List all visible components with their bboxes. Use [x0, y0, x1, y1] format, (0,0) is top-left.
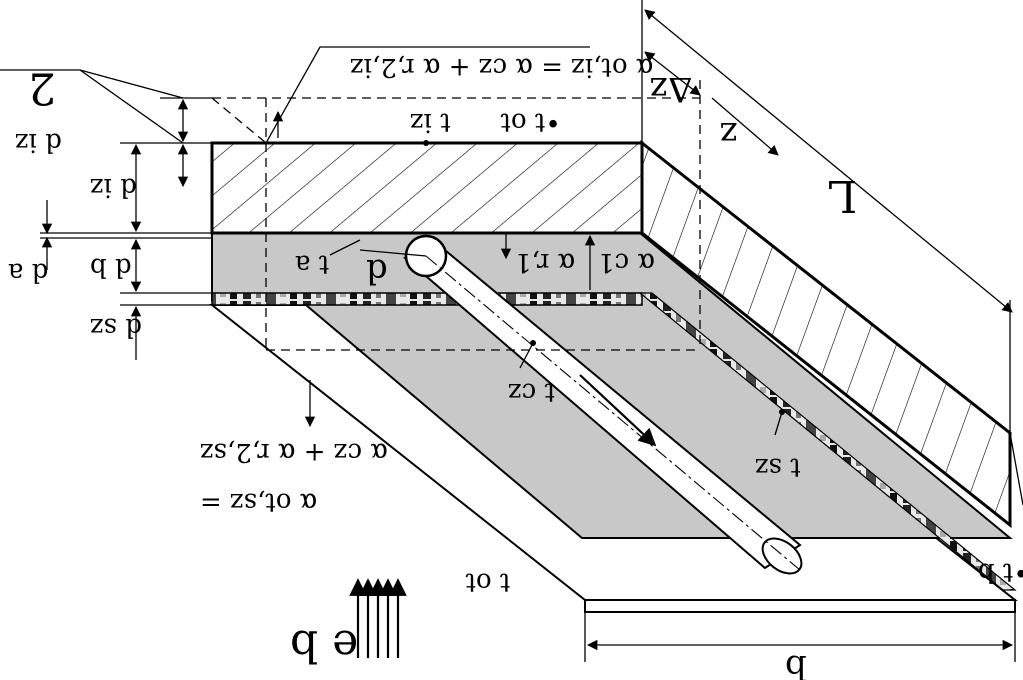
label-alpha-sz-sum: α cz + α r,2,sz	[200, 437, 388, 467]
label-alpha-r1: α r,1	[515, 247, 575, 277]
label-diz-half-num: 2	[28, 62, 56, 113]
point-tcz	[530, 340, 536, 346]
leader-d	[359, 249, 427, 257]
leader-diz-half-2	[79, 69, 184, 99]
label-da: d a	[8, 257, 48, 287]
dim-L-line	[644, 9, 1013, 313]
dim-z-arrow	[711, 97, 779, 156]
label-delta-z: Δz	[650, 69, 692, 109]
label-tot-top: •t ot	[500, 107, 561, 137]
label-tsz: t sz	[755, 452, 801, 482]
leader-tsz	[774, 411, 783, 436]
leader-ta	[329, 239, 361, 256]
label-tot-bottom: t ot	[465, 567, 510, 597]
heat-flux-arrows	[349, 578, 407, 658]
label-d: d	[366, 251, 388, 291]
label-alpha-ot-iz: α ot,iz = α cz + α r,2,iz	[350, 52, 653, 82]
point-tiz	[423, 140, 429, 146]
label-diz-half-den: d iz	[15, 127, 62, 157]
sheet-edge-top	[211, 292, 643, 306]
label-tcz: t cz	[508, 377, 555, 407]
dim-dz-line	[644, 51, 701, 96]
aux-box-diag	[211, 97, 267, 144]
flow-arrow	[579, 374, 657, 447]
label-tb: •t b	[978, 557, 1023, 587]
label-tiz: t iz	[410, 107, 451, 137]
leader-tcz	[519, 342, 534, 369]
leader-alpha-ot-iz	[265, 46, 590, 144]
insulation-block-front	[210, 141, 644, 235]
label-dsz: d sz	[90, 312, 142, 342]
label-db: d b	[90, 252, 132, 282]
label-eb: e b	[290, 620, 358, 671]
label-z: z	[720, 114, 738, 154]
label-ta: t a	[295, 249, 329, 279]
label-alpha-ot-sz: α ot,sz =	[200, 487, 317, 517]
base-plate-front	[584, 599, 1016, 613]
pipe-axis	[425, 255, 801, 571]
point-tsz	[779, 409, 785, 415]
label-alpha-c1: α c1	[598, 247, 655, 277]
label-L: L	[828, 170, 857, 221]
dim-right-ext	[1009, 432, 1023, 506]
label-b: b	[785, 647, 807, 680]
label-diz: d iz	[90, 172, 137, 202]
